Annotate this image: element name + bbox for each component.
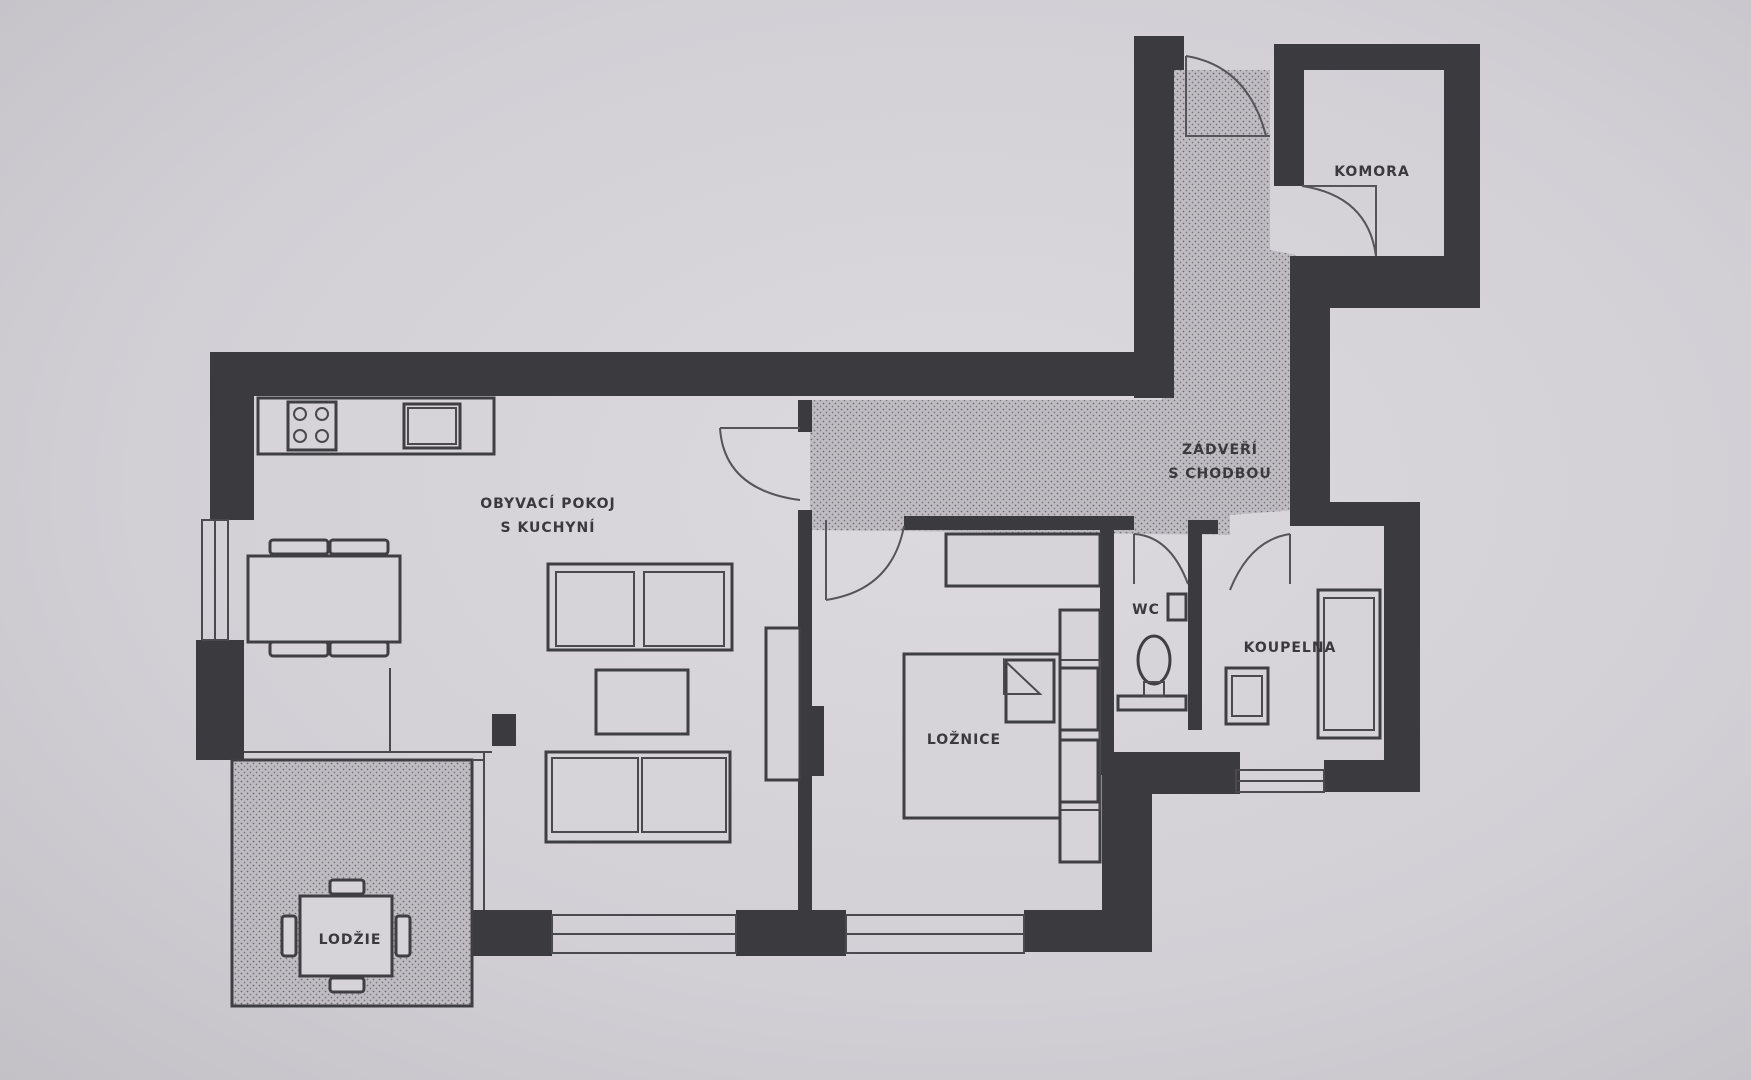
label-bathroom: KOUPELNA	[1244, 640, 1337, 656]
windows	[201, 519, 1325, 1008]
label-bedroom: LOŽNICE	[927, 731, 1001, 748]
dining-table	[246, 538, 402, 658]
label-loggia: LODŽIE	[319, 931, 382, 948]
label-hall-line2: S CHODBOU	[1168, 466, 1271, 482]
walls	[196, 36, 1480, 956]
label-hall-line1: ZÁDVEŘÍ	[1182, 441, 1258, 458]
kitchen-counter	[256, 396, 496, 456]
sink	[402, 402, 462, 450]
room-labels: OBYVACÍ POKOJ S KUCHYNÍ ZÁDVEŘÍ S CHODBO…	[319, 164, 1410, 948]
bedroom-furniture	[902, 532, 1102, 864]
hall-floor	[810, 70, 1296, 535]
label-living-line2: S KUCHYNÍ	[501, 519, 596, 536]
doors	[719, 55, 1377, 601]
bath-fixtures	[1116, 588, 1382, 740]
label-living-line1: OBYVACÍ POKOJ	[480, 495, 616, 512]
loggia-furniture	[280, 878, 412, 994]
label-wc: WC	[1132, 602, 1160, 618]
label-storage: KOMORA	[1334, 164, 1410, 180]
living-furniture	[544, 562, 802, 844]
